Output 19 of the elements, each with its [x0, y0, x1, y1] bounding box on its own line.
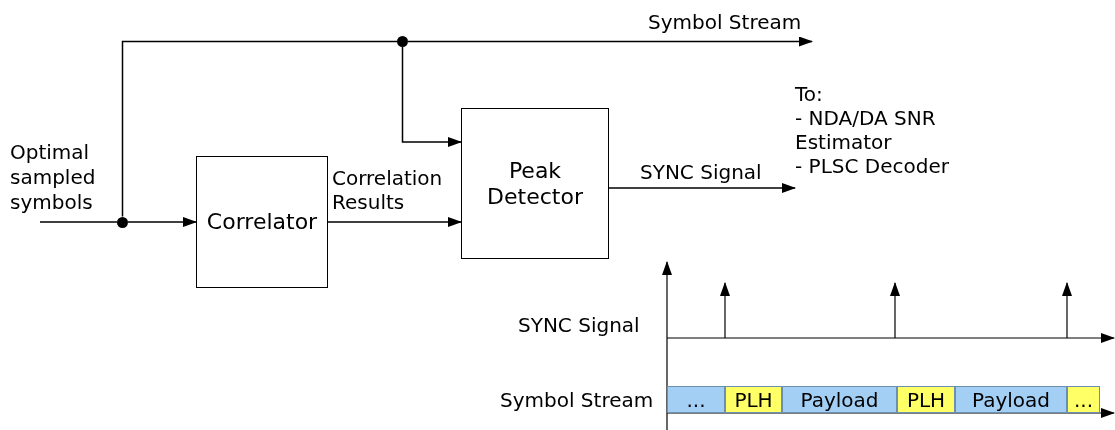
signal-name: Symbol Stream: [500, 388, 654, 412]
connector-arrow: [407, 36, 813, 47]
frame-segment: PLH: [725, 386, 782, 413]
signal-name: SYNC Signal: [518, 313, 640, 337]
junction-dot: [117, 216, 128, 228]
frame-segment: ...: [667, 386, 725, 413]
frame-segment: PLH: [897, 386, 955, 413]
frame-segment: Payload: [955, 386, 1067, 413]
connector-arrow: [401, 46, 462, 147]
connector-arrow: [608, 183, 796, 193]
junction-dot: [397, 36, 408, 47]
frame-segment: ...: [1067, 386, 1100, 413]
input-label: Optimal sampled symbols: [10, 140, 110, 222]
connector-arrow: [327, 217, 462, 227]
destination-list: To: - NDA/DA SNR Estimator - PLSC Decoder: [795, 82, 995, 194]
correlator-block: Correlator: [196, 156, 328, 288]
peak-detector-block: Peak Detector: [461, 108, 609, 259]
connector-arrow: [127, 217, 197, 227]
frame-segment: Payload: [782, 386, 897, 413]
